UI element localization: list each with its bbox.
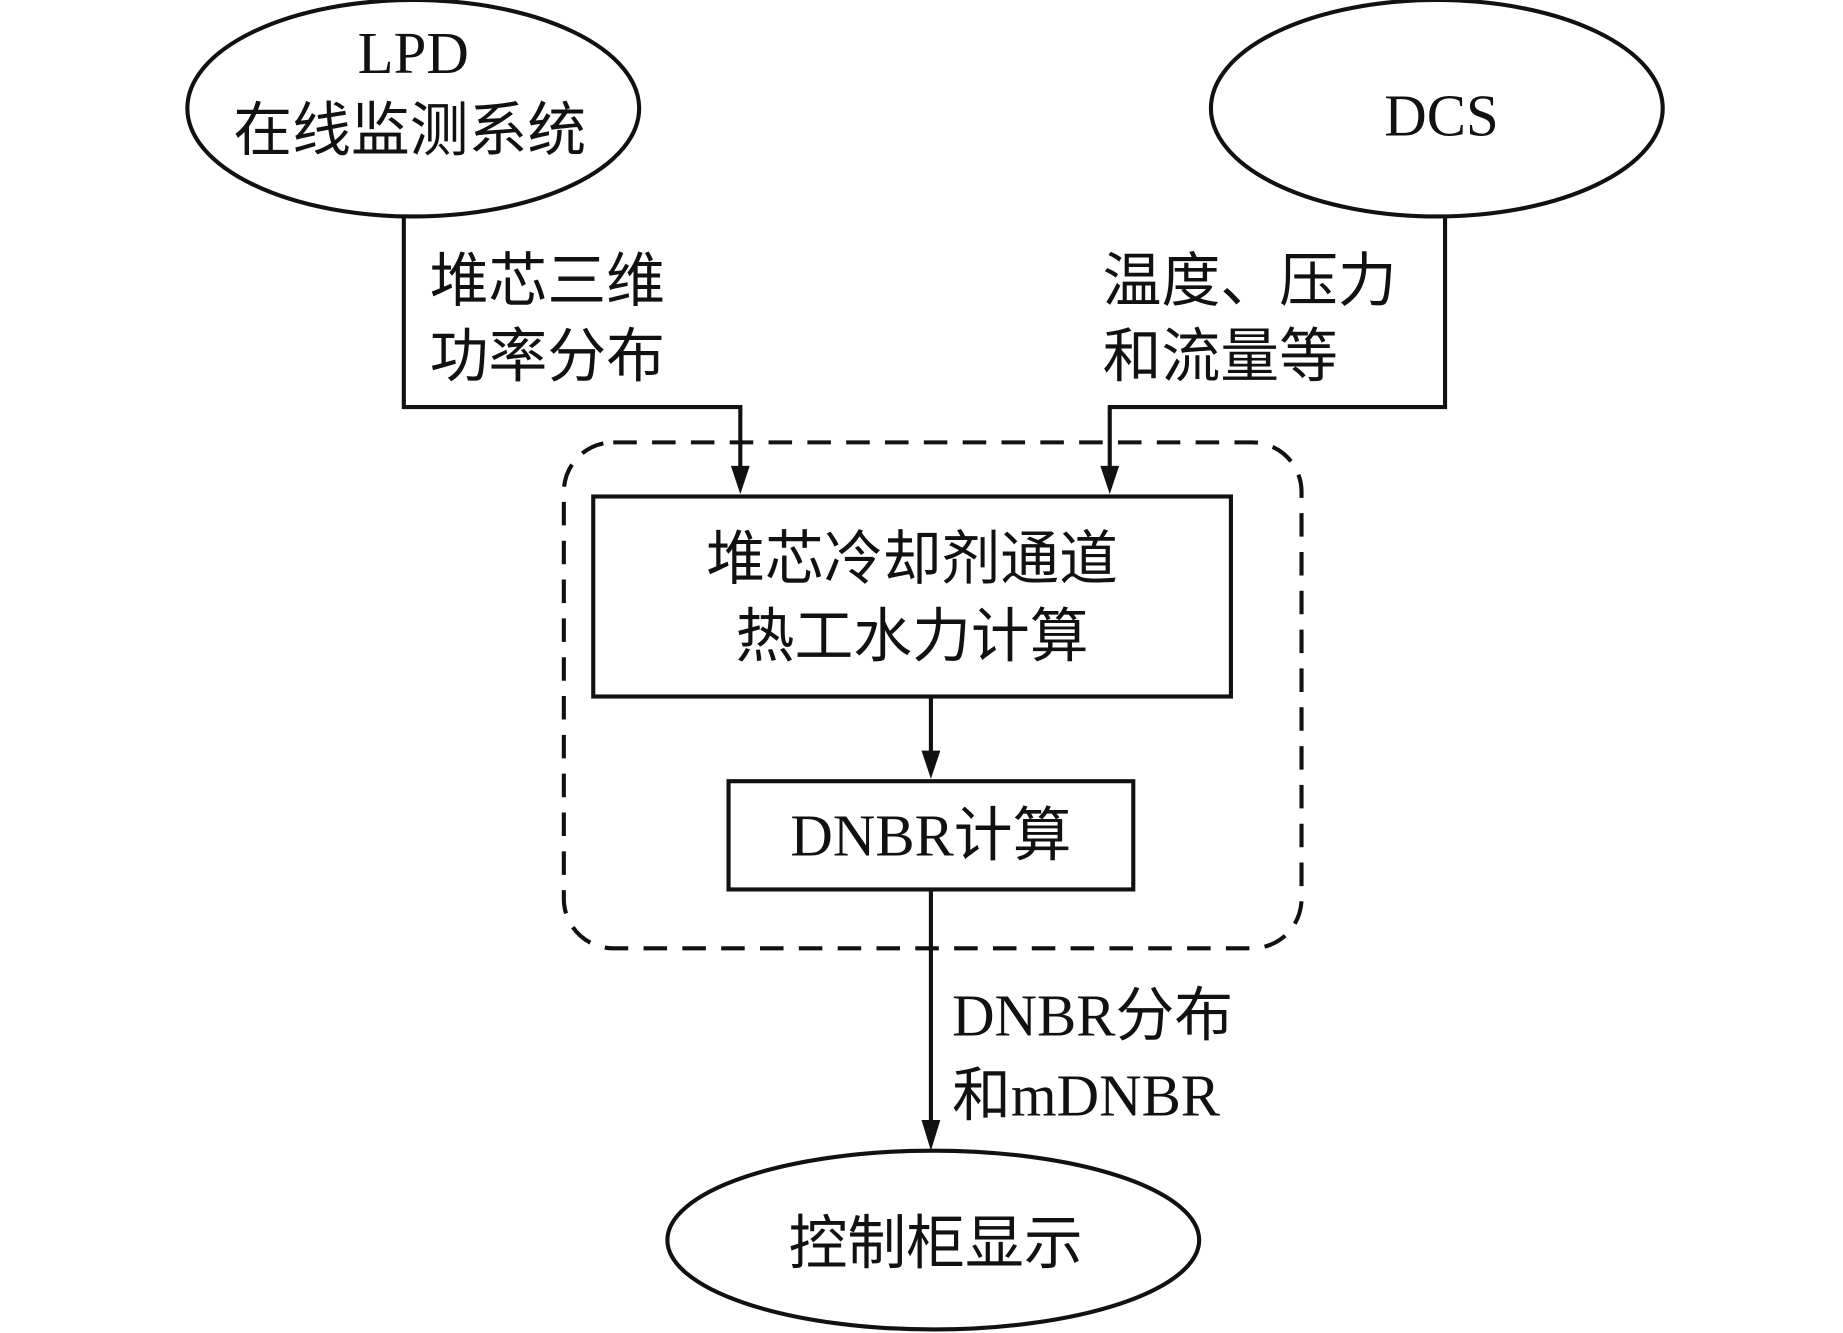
edge-label-dnbr-line2: 和mDNBR — [952, 1063, 1221, 1128]
lpd-label-line1: LPD — [358, 21, 469, 86]
arrowhead-dnbr-to-display — [921, 1120, 941, 1151]
thermal-label-line1: 堆芯冷却剂通道 — [706, 527, 1118, 592]
connector-lpd-to-thermal — [401, 216, 743, 469]
arrowhead-lpd-to-thermal — [730, 465, 750, 495]
display-ellipse — [665, 1148, 1202, 1332]
lpd-label-line2: 在线监测系统 — [233, 99, 586, 164]
thermal-box — [591, 494, 1233, 699]
arrowhead-thermal-to-dnbr — [921, 750, 941, 779]
display-label: 控制柜显示 — [789, 1212, 1083, 1277]
node-lpd-online-monitoring: LPD 在线监测系统 — [185, 0, 642, 219]
edge-label-dnbr-line1: DNBR分布 — [952, 983, 1233, 1048]
edge-label-power-line2: 功率分布 — [430, 324, 665, 389]
dcs-ellipse — [1208, 0, 1665, 219]
node-thermal-hydraulic-calculation: 堆芯冷却剂通道 热工水力计算 — [591, 494, 1233, 699]
edge-label-power-line1: 堆芯三维 — [430, 249, 665, 314]
arrowhead-dcs-to-thermal — [1100, 465, 1120, 495]
lpd-ellipse — [185, 0, 642, 219]
node-dnbr-calculation: DNBR计算 — [726, 779, 1136, 892]
dcs-label: DCS — [1384, 83, 1498, 148]
dnbr-calc-label: DNBR计算 — [790, 803, 1071, 868]
edge-label-params-line1: 温度、压力 — [1103, 249, 1397, 314]
edge-label-params-line2: 和流量等 — [1103, 324, 1338, 389]
node-control-cabinet-display: 控制柜显示 — [665, 1148, 1202, 1332]
thermal-label-line2: 热工水力计算 — [736, 604, 1089, 669]
node-dcs: DCS — [1208, 0, 1665, 219]
connector-dcs-to-thermal — [1107, 216, 1448, 469]
